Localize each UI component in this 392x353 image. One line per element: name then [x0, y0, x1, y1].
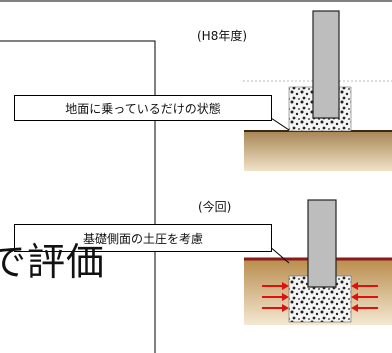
bottom-callout-box: 基礎側面の土圧を考慮	[14, 224, 272, 252]
left-panel-border	[0, 40, 156, 353]
bottom-scenario-caption: (今回)	[198, 200, 232, 214]
top-soil	[244, 131, 392, 171]
earth-pressure-arrows-left	[262, 282, 289, 312]
earth-pressure-arrows-right	[351, 282, 378, 312]
top-scenario-caption: (H8年度)	[197, 29, 248, 43]
top-callout-box: 地面に乗っているだけの状態	[14, 95, 272, 121]
bottom-column	[307, 199, 337, 288]
left-heading-text: で評価	[0, 240, 106, 284]
top-column	[312, 10, 340, 119]
